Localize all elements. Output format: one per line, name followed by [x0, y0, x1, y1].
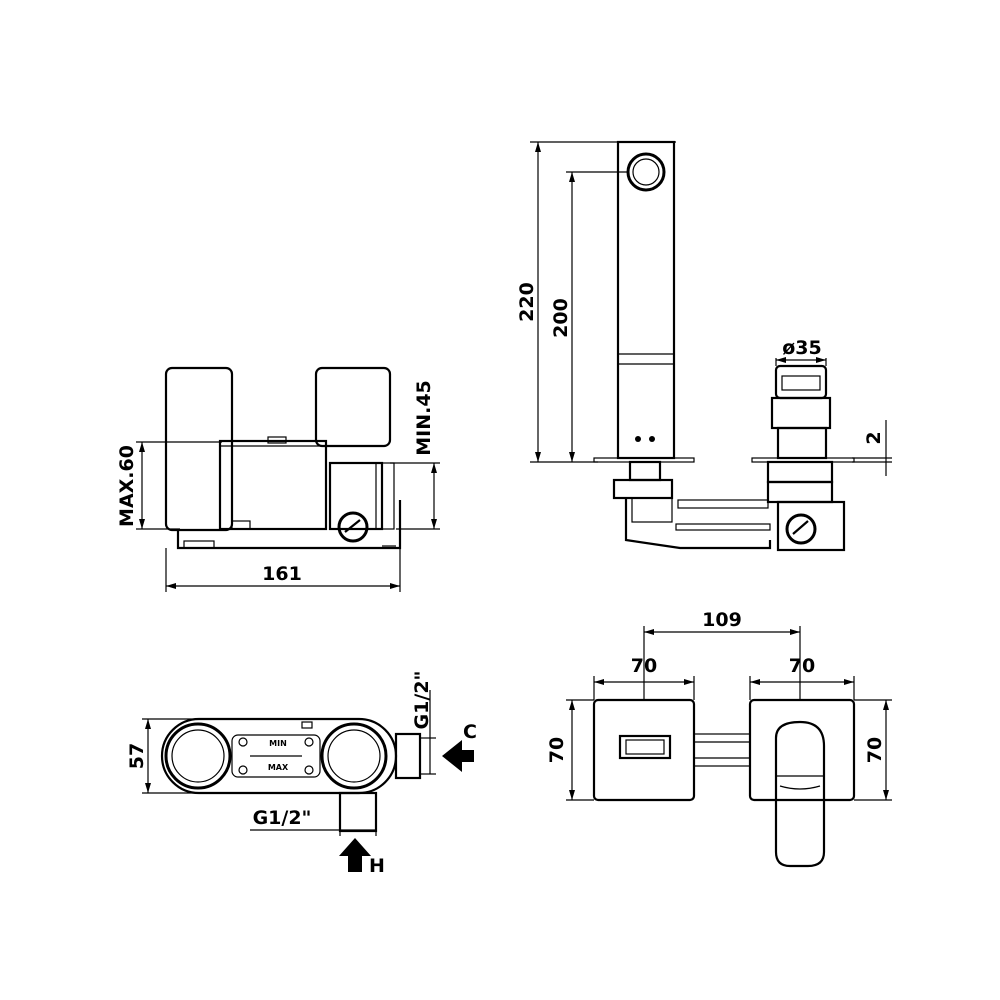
- front-inlet-housing: [328, 461, 384, 531]
- side-handle-cap: [774, 364, 828, 400]
- front-view: 161 MAX.60 MIN.45: [116, 366, 440, 592]
- front-max-depth-dimension: MAX.60: [116, 445, 138, 527]
- side-view: 220 200 ø35 2: [516, 140, 892, 552]
- right-plate-width-dimension: 70: [789, 655, 815, 677]
- left-plate-width-dimension: 70: [631, 655, 657, 677]
- top-right-bore: [320, 722, 388, 790]
- front-inlet-port: [337, 511, 369, 543]
- top-max-marking: MAX: [268, 763, 289, 772]
- side-diameter-dimension: ø35: [782, 337, 822, 359]
- side-plate-thickness-dimension: 2: [863, 431, 885, 444]
- plate-view: 109 70 70 70 70: [546, 609, 892, 868]
- front-right-block: [314, 366, 392, 448]
- left-cover-plate: [592, 698, 696, 802]
- hot-label: H: [369, 855, 385, 877]
- top-view: MIN MAX G1/2" C G1/2" H 57: [126, 671, 477, 877]
- left-plate-height-dimension: 70: [546, 737, 568, 763]
- plate-center-distance-dimension: 109: [702, 609, 742, 631]
- front-left-block: [164, 366, 234, 532]
- left-plate-slot: [618, 734, 672, 760]
- hot-inlet-arrow: [339, 838, 371, 872]
- front-width-dimension: 161: [262, 563, 302, 585]
- cold-inlet-arrow: [442, 740, 474, 772]
- top-cold-thread-dimension: G1/2": [411, 671, 433, 730]
- top-left-bore: [164, 722, 232, 790]
- right-handle-lever: [774, 720, 826, 868]
- right-plate-height-dimension: 70: [864, 737, 886, 763]
- top-depth-dimension: 57: [126, 743, 148, 769]
- side-total-height-dimension: 220: [516, 282, 538, 322]
- top-min-marking: MIN: [269, 739, 287, 748]
- side-inlet-port: [785, 513, 817, 545]
- top-hot-thread-dimension: G1/2": [253, 807, 312, 829]
- cold-label: C: [463, 721, 477, 743]
- side-spout-height-dimension: 200: [550, 298, 572, 338]
- front-body: [218, 439, 328, 531]
- right-cover-plate: [748, 698, 856, 802]
- front-min-depth-dimension: MIN.45: [413, 380, 435, 456]
